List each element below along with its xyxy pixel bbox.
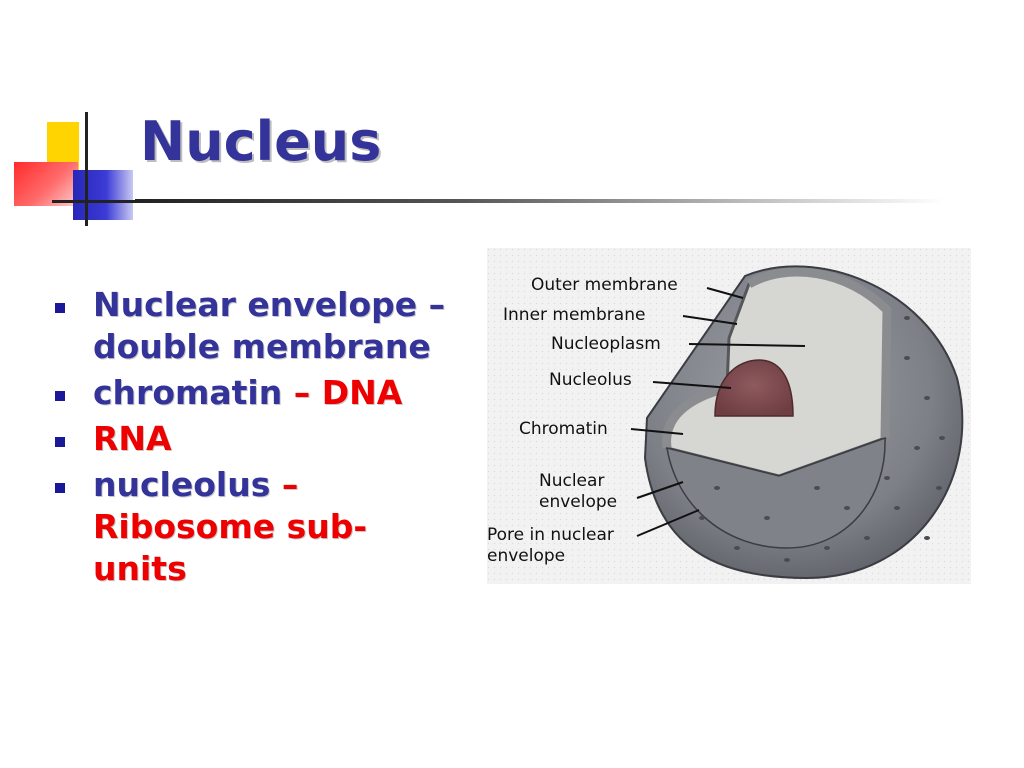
bullet-item: RNA xyxy=(55,418,455,460)
label-pore-2: envelope xyxy=(487,546,565,566)
bullet-item: Nuclear envelope – double membrane xyxy=(55,284,455,368)
square-bullet-icon xyxy=(55,437,65,447)
label-nucleolus: Nucleolus xyxy=(549,370,632,390)
bullet-text: Nuclear envelope – double membrane xyxy=(93,285,446,366)
slide-title: Nucleus xyxy=(140,110,382,173)
square-bullet-icon xyxy=(55,391,65,401)
label-inner-membrane: Inner membrane xyxy=(503,305,645,325)
label-pore-1: Pore in nuclear xyxy=(487,525,614,545)
bullet-text: nucleolus xyxy=(93,465,271,504)
bullet-text: chromatin xyxy=(93,373,283,412)
label-outer-membrane: Outer membrane xyxy=(531,275,678,295)
leader-lines xyxy=(630,287,806,537)
label-nucleoplasm: Nucleoplasm xyxy=(551,334,661,354)
bullet-list: Nuclear envelope – double membrane chrom… xyxy=(55,284,455,594)
bullet-item: chromatin – DNA xyxy=(55,372,455,414)
decor-red-block xyxy=(14,162,78,206)
title-underline xyxy=(135,199,945,203)
envelope-rim-lower xyxy=(662,383,729,449)
label-nuclear-envelope-1: Nuclear xyxy=(539,471,604,491)
pores xyxy=(699,316,945,562)
bullet-text-accent: RNA xyxy=(93,419,172,458)
nucleolus-shape xyxy=(714,359,794,417)
decor-vertical-line xyxy=(85,112,88,226)
square-bullet-icon xyxy=(55,483,65,493)
label-chromatin: Chromatin xyxy=(519,419,608,439)
decor-blue-block xyxy=(73,170,133,220)
nucleus-diagram: Outer membrane Inner membrane Nucleoplas… xyxy=(487,248,971,584)
nucleus-illustration: Outer membrane Inner membrane Nucleoplas… xyxy=(487,248,971,584)
bullet-item: nucleolus – Ribosome sub-units xyxy=(55,464,455,590)
label-nuclear-envelope-2: envelope xyxy=(539,492,617,512)
decor-horizontal-line xyxy=(52,200,147,203)
envelope-rim xyxy=(746,267,892,439)
bullet-text-accent: – Ribosome sub-units xyxy=(93,465,368,588)
sphere-lower xyxy=(666,436,886,549)
square-bullet-icon xyxy=(55,303,65,313)
bullet-text-accent: – DNA xyxy=(282,373,403,412)
